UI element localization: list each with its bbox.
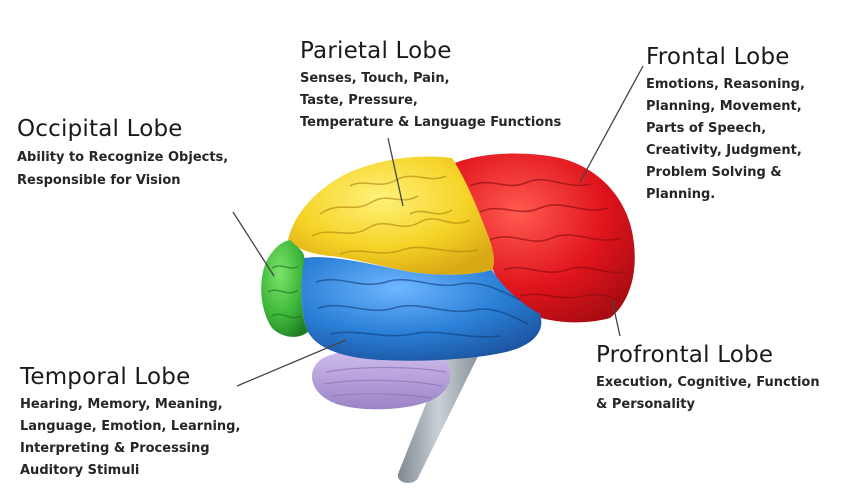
parietal-lobe-region — [288, 156, 494, 275]
frontal-lobe-description: Emotions, Reasoning, Planning, Movement,… — [646, 77, 805, 202]
leader-frontal — [579, 65, 644, 183]
leader-prefrontal — [611, 299, 621, 337]
temporal-lobe-title: Temporal Lobe — [20, 364, 191, 390]
occipital-lobe-description: Ability to Recognize Objects, Responsibl… — [17, 150, 229, 188]
prefrontal-lobe-description: Execution, Cognitive, Function & Persona… — [596, 375, 820, 412]
temporal-lobe-label: Temporal Lobe Hearing, Memory, Meaning, … — [20, 364, 240, 482]
leader-occipital — [232, 211, 275, 277]
occipital-lobe-title: Occipital Lobe — [17, 116, 183, 142]
cerebellum — [312, 347, 451, 410]
parietal-lobe-description: Senses, Touch, Pain, Taste, Pressure, Te… — [300, 71, 562, 130]
prefrontal-lobe-label: Profrontal Lobe Execution, Cognitive, Fu… — [596, 342, 820, 416]
frontal-lobe-title: Frontal Lobe — [646, 44, 790, 70]
prefrontal-lobe-title: Profrontal Lobe — [596, 342, 774, 368]
frontal-lobe-region — [440, 153, 635, 323]
frontal-lobe-label: Frontal Lobe Emotions, Reasoning, Planni… — [646, 44, 805, 206]
parietal-lobe-title: Parietal Lobe — [300, 38, 452, 64]
leader-temporal — [236, 339, 347, 387]
brainstem — [397, 338, 480, 483]
parietal-lobe-label: Parietal Lobe Senses, Touch, Pain, Taste… — [300, 38, 561, 134]
temporal-lobe-description: Hearing, Memory, Meaning, Language, Emot… — [20, 397, 241, 478]
occipital-lobe-region — [261, 240, 308, 337]
occipital-lobe-label: Occipital Lobe Ability to Recognize Obje… — [17, 116, 228, 192]
leader-parietal — [387, 137, 404, 207]
